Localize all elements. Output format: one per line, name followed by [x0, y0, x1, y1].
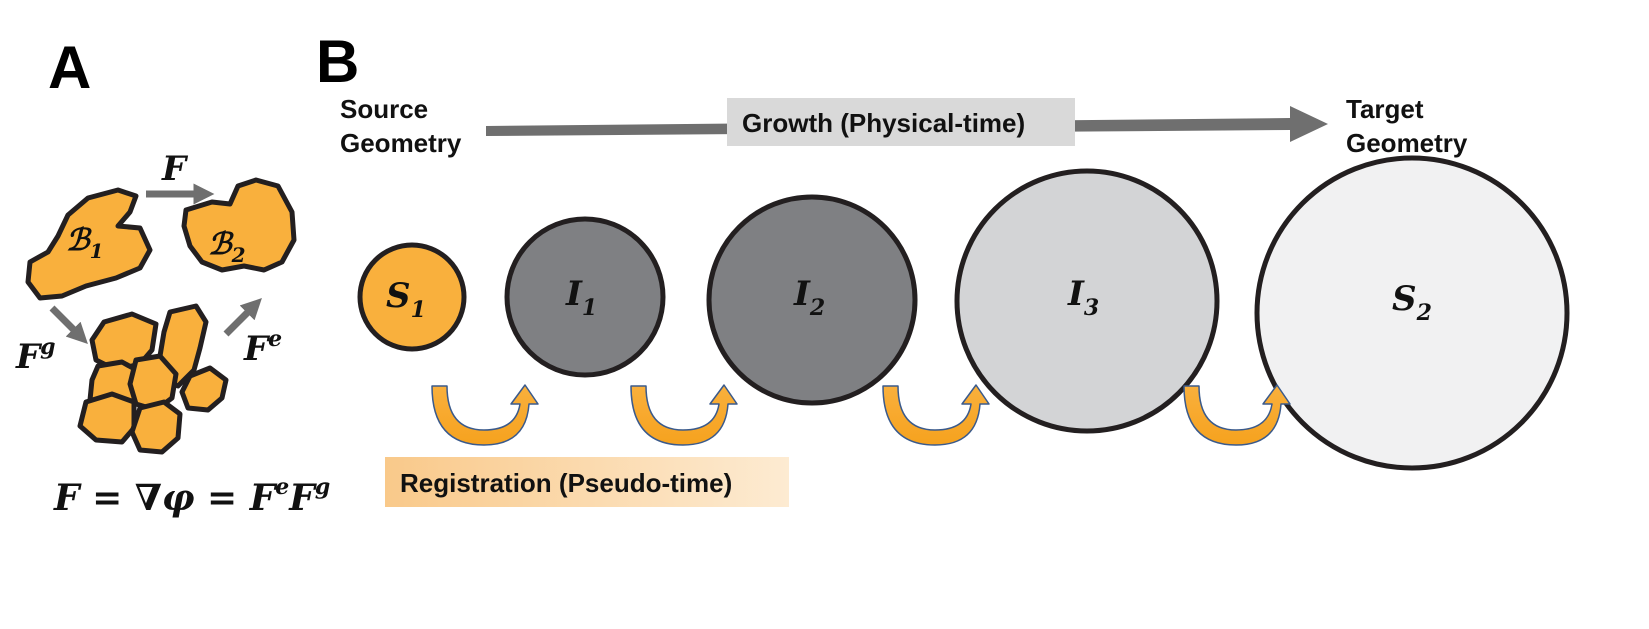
registration-label: Registration (Pseudo-time)	[400, 468, 732, 498]
source-geometry-label-line2: Geometry	[340, 128, 462, 158]
arrow-f-label: F	[161, 149, 189, 189]
target-geometry-label-line2: Geometry	[1346, 128, 1468, 158]
source-geometry-label-line1: Source	[340, 94, 428, 124]
growth-label: Growth (Physical-time)	[742, 108, 1025, 138]
target-geometry-label-line1: Target	[1346, 94, 1424, 124]
panel-a: A ℬ1 ℬ2 F Fg Fe	[15, 34, 330, 519]
circle-s1-label: S1	[386, 276, 426, 323]
circle-i1	[504, 216, 666, 378]
arrow-fe	[223, 298, 262, 337]
circle-i2	[706, 194, 918, 406]
fragment-cluster	[77, 303, 229, 455]
fragment-4	[127, 353, 179, 413]
circle-i2-label: I2	[793, 274, 825, 321]
panel-b: B Source Geometry Growth (Physical-time)…	[316, 28, 1570, 507]
fragment-7	[129, 399, 183, 455]
panel-b-letter: B	[316, 28, 359, 95]
registration-label-box	[385, 457, 789, 507]
circle-s2-label: S2	[1392, 279, 1432, 326]
body-b1-shape	[25, 187, 153, 301]
circle-i1-label: I1	[565, 274, 597, 321]
growth-label-box	[727, 98, 1075, 146]
arrow-fg	[49, 305, 88, 344]
circle-i3-label: I3	[1067, 274, 1099, 321]
equation: F = ∇φ = FeFg	[53, 474, 330, 519]
curl-arrow-4	[1183, 384, 1291, 446]
circle-s2	[1254, 155, 1570, 471]
circle-s1	[357, 242, 467, 352]
panel-a-letter: A	[48, 34, 91, 101]
fragment-6	[77, 391, 137, 445]
curl-arrow-2	[630, 384, 738, 446]
registration-curl-arrows	[431, 384, 1291, 446]
circle-i3	[954, 168, 1220, 434]
arrow-fe-label: Fe	[243, 326, 282, 369]
body-b1-label: ℬ1	[66, 223, 104, 263]
arrow-fg-label: Fg	[15, 334, 56, 377]
body-b2-label: ℬ2	[208, 227, 246, 267]
curl-arrow-1	[431, 384, 539, 446]
curl-arrow-3	[882, 384, 990, 446]
fragment-5	[179, 365, 229, 413]
